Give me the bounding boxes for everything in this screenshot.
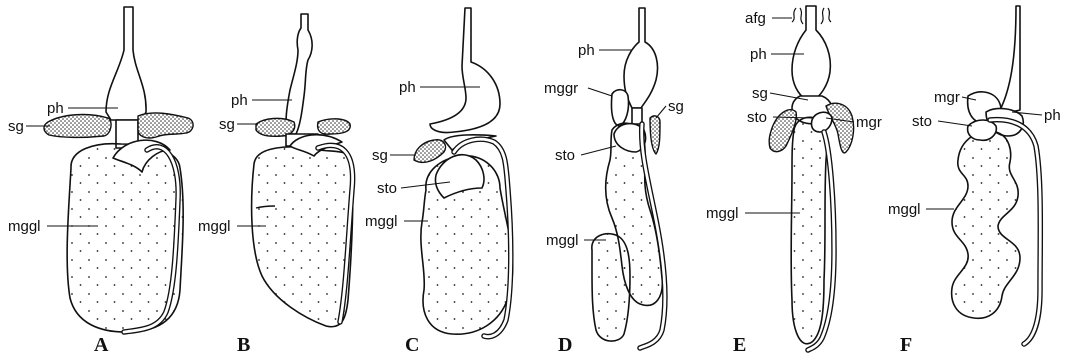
panel-a <box>44 7 193 332</box>
label-mggl-d: mggl <box>546 232 579 249</box>
label-sg-a: sg <box>8 118 24 135</box>
label-ph-f: ph <box>1044 107 1061 124</box>
label-ph-d: ph <box>578 42 595 59</box>
label-mgr-e: mgr <box>856 114 882 131</box>
label-ph-b: ph <box>231 92 248 109</box>
label-mggr-d: mggr <box>544 80 578 97</box>
panel-letter-c: C <box>405 334 419 356</box>
label-sto-e: sto <box>747 109 767 126</box>
label-sto-f: sto <box>912 113 932 130</box>
label-mggl-e: mggl <box>706 205 739 222</box>
label-sg-e: sg <box>752 85 768 102</box>
label-sg-b: sg <box>219 116 235 133</box>
leader-sto-f <box>938 121 972 126</box>
label-mggl-b: mggl <box>198 218 231 235</box>
label-sg-c: sg <box>372 147 388 164</box>
leader-mggr-d <box>588 88 612 96</box>
panel-f <box>952 6 1041 344</box>
panel-letter-a: A <box>94 334 109 356</box>
label-mggl-c: mggl <box>365 213 398 230</box>
panel-letter-e: E <box>733 334 746 356</box>
panel-d <box>592 8 665 348</box>
label-sg-d: sg <box>668 98 684 115</box>
panel-letter-b: B <box>237 334 250 356</box>
label-sto-c: sto <box>377 180 397 197</box>
label-mgr-f: mgr <box>934 89 960 106</box>
label-ph-e: ph <box>750 46 767 63</box>
label-mggl-f: mggl <box>888 201 921 218</box>
label-ph-c: ph <box>399 79 416 96</box>
leader-sg-d <box>656 106 666 118</box>
panel-letter-d: D <box>558 334 572 356</box>
panel-e <box>769 6 853 350</box>
label-ph-a: ph <box>47 100 64 117</box>
panel-b <box>252 14 353 327</box>
label-mggl-a: mggl <box>8 218 41 235</box>
label-sto-d: sto <box>555 147 575 164</box>
label-afg-e: afg <box>745 10 766 27</box>
panel-c <box>414 8 513 337</box>
panel-letter-f: F <box>900 334 912 356</box>
